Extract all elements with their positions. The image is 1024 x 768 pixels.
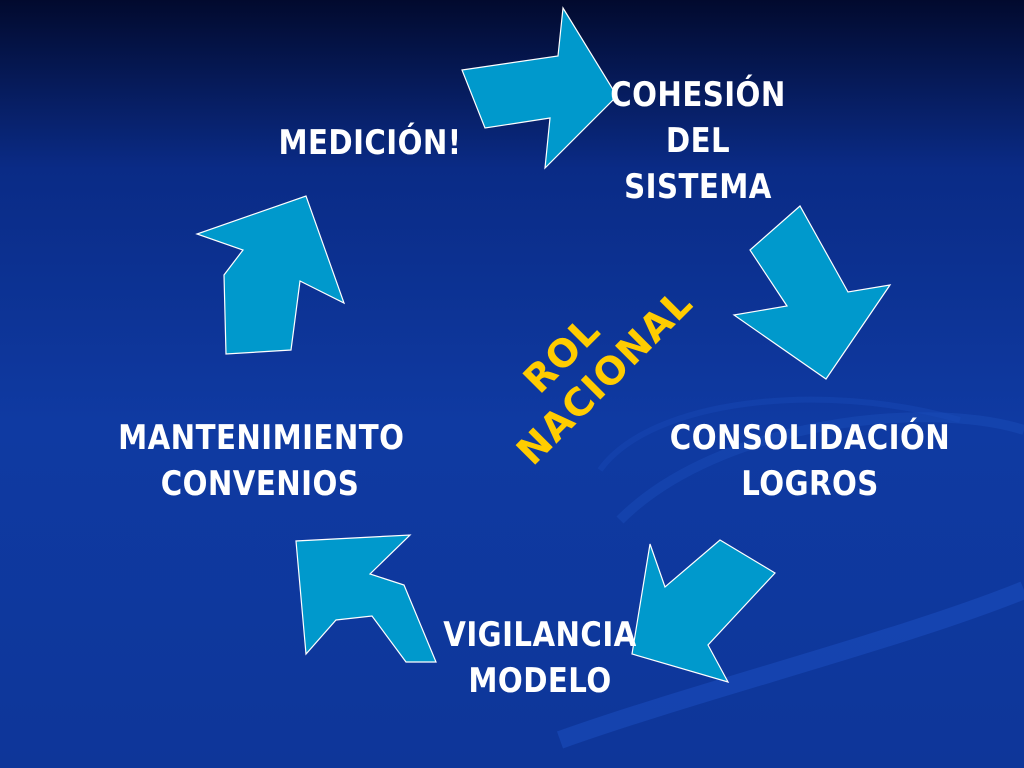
step-medicion-line-1: MEDICIÓN!	[278, 123, 462, 163]
step-cohesion-line-1: COHESIÓN	[610, 75, 786, 115]
arrow-medicion-to-cohesion	[461, 6, 618, 170]
step-mantenimiento-line-1: MANTENIMIENTO	[118, 418, 405, 458]
step-medicion: MEDICIÓN!	[271, 120, 469, 166]
step-cohesion-line-2: DEL	[665, 121, 731, 161]
step-mantenimiento-line-2: CONVENIOS	[160, 464, 360, 504]
arrow-consolidacion-to-vigilancia	[631, 539, 776, 683]
step-vigilancia-line-1: VIGILANCIA	[443, 615, 637, 655]
step-consolidacion-line-1: CONSOLIDACIÓN	[669, 418, 951, 458]
arrow-mantenimiento-to-medicion	[195, 195, 346, 355]
step-vigilancia-modelo: VIGILANCIA MODELO	[428, 612, 652, 704]
step-consolidacion-logros: CONSOLIDACIÓN LOGROS	[651, 415, 969, 507]
step-vigilancia-line-2: MODELO	[468, 661, 612, 701]
step-consolidacion-line-2: LOGROS	[741, 464, 879, 504]
step-mantenimiento-convenios: MANTENIMIENTO CONVENIOS	[118, 415, 405, 507]
step-cohesion-del-sistema: COHESIÓN DEL SISTEMA	[599, 72, 797, 210]
arrow-cohesion-to-consolidacion	[732, 205, 892, 380]
arrow-vigilancia-to-mantenimiento	[295, 534, 437, 663]
step-cohesion-line-3: SISTEMA	[624, 167, 772, 207]
